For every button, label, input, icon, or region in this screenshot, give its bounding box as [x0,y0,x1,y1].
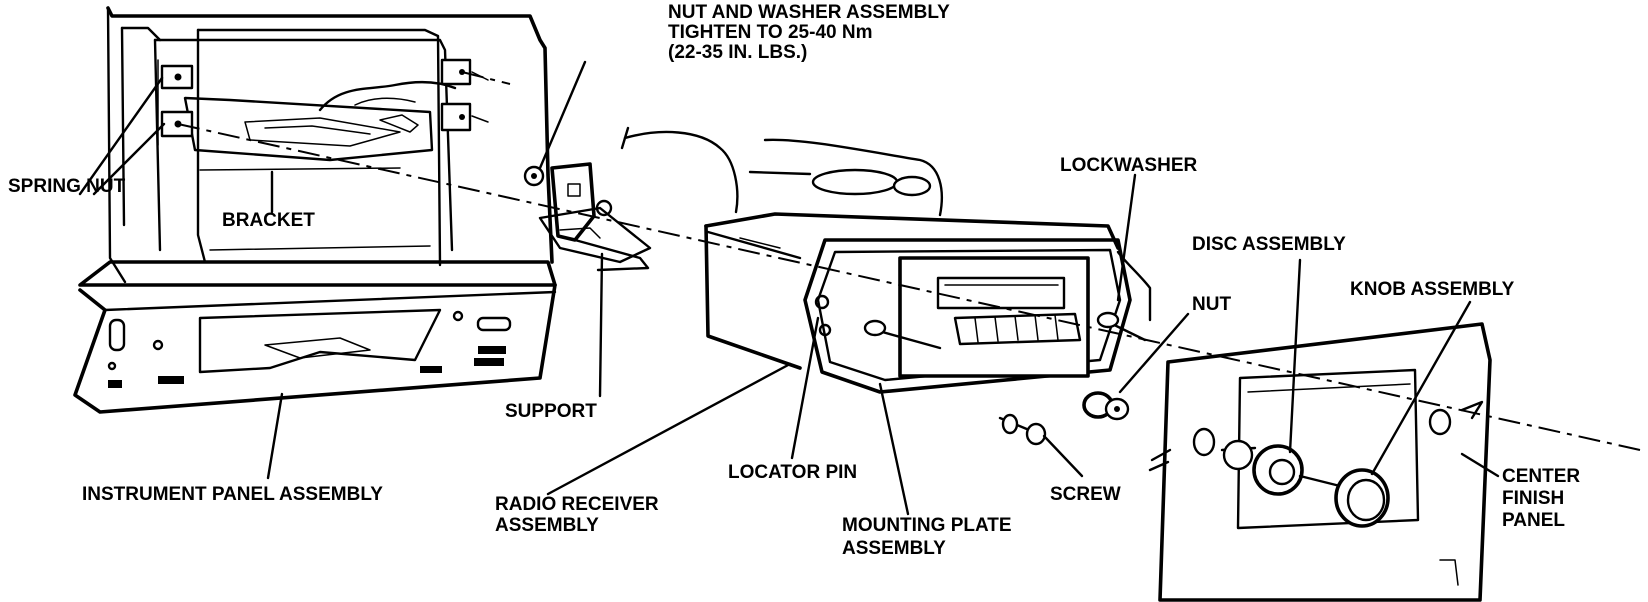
label-nut-washer-3: (22-35 IN. LBS.) [668,42,807,63]
assembly-center-line-upper [461,71,511,85]
label-bracket: BRACKET [222,210,315,231]
label-nut: NUT [1192,294,1231,315]
label-screw: SCREW [1050,484,1121,505]
label-knob-assembly: KNOB ASSEMBLY [1350,279,1515,300]
label-center-1: CENTER [1502,466,1580,487]
label-mounting-1: MOUNTING PLATE [842,515,1012,536]
hardware-drawing [998,391,1130,446]
leader-lines [78,60,1500,516]
label-radio-1: RADIO RECEIVER [495,494,659,515]
label-nut-washer-1: NUT AND WASHER ASSEMBLY [668,2,950,23]
label-radio-2: ASSEMBLY [495,515,599,536]
label-instrument-panel: INSTRUMENT PANEL ASSEMBLY [82,484,383,505]
label-support: SUPPORT [505,401,597,422]
label-mounting-2: ASSEMBLY [842,538,946,559]
assembly-center-line [177,123,1641,451]
instrument-panel-drawing [73,6,557,414]
center-finish-panel-drawing [1148,322,1492,602]
radio-receiver-drawing [620,126,1152,394]
label-nut-washer-2: TIGHTEN TO 25-40 Nm [668,22,872,43]
support-drawing [523,162,652,272]
label-spring-nut: SPRING NUT [8,176,126,197]
label-lockwasher: LOCKWASHER [1060,155,1198,176]
label-disc-assembly: DISC ASSEMBLY [1192,234,1346,255]
label-center-2: FINISH [1502,488,1564,509]
label-locator-pin: LOCATOR PIN [728,462,857,483]
label-center-3: PANEL [1502,510,1565,531]
